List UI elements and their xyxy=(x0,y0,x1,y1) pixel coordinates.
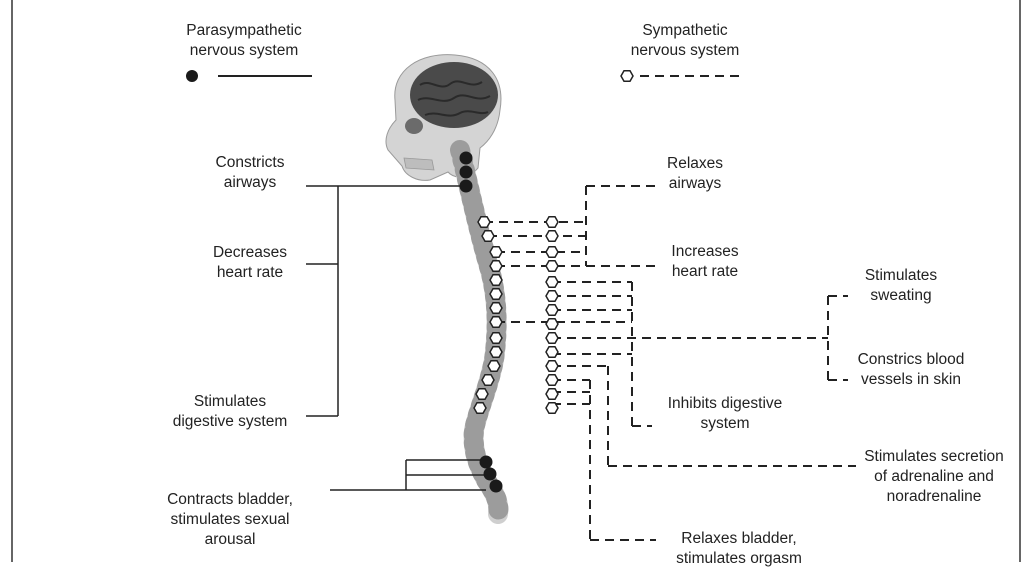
sympathetic-node xyxy=(482,375,494,385)
label-increases-heart-rate: Increases heart rate xyxy=(650,242,760,282)
label-line: stimulates orgasm xyxy=(654,549,824,569)
label-line: arousal xyxy=(150,530,310,550)
sympathetic-node xyxy=(490,333,502,343)
label-relaxes-airways: Relaxes airways xyxy=(650,154,740,194)
sympathetic-ganglion xyxy=(546,375,558,385)
label-line: vessels in skin xyxy=(836,370,986,390)
sympathetic-node xyxy=(490,347,502,357)
label-line: Stimulates secretion xyxy=(850,447,1018,467)
label-constricts-airways: Constricts airways xyxy=(190,153,310,193)
parasympathetic-connectors xyxy=(306,186,490,490)
label-line: Relaxes bladder, xyxy=(654,529,824,549)
label-line: Inhibits digestive xyxy=(650,394,800,414)
label-stimulates-sweating: Stimulates sweating xyxy=(846,266,956,306)
sympathetic-node xyxy=(478,217,490,227)
sympathetic-ganglion xyxy=(546,277,558,287)
sympathetic-node xyxy=(490,261,502,271)
label-line: Constrics blood xyxy=(836,350,986,370)
sympathetic-node xyxy=(490,275,502,285)
sympathetic-node xyxy=(482,231,494,241)
sympathetic-ganglion xyxy=(546,231,558,241)
parasympathetic-node xyxy=(490,480,503,493)
sympathetic-ganglion xyxy=(546,247,558,257)
parasympathetic-node xyxy=(480,456,493,469)
label-line: heart rate xyxy=(650,262,760,282)
sympathetic-connectors xyxy=(484,186,856,540)
label-line: of adrenaline and xyxy=(850,467,1018,487)
label-stimulates-digestive-system: Stimulates digestive system xyxy=(150,392,310,432)
parasympathetic-node xyxy=(484,468,497,481)
sympathetic-ganglia-chain xyxy=(546,217,558,413)
label-line: airways xyxy=(190,173,310,193)
sympathetic-ganglion xyxy=(546,333,558,343)
parasympathetic-node xyxy=(460,180,473,193)
label-line: digestive system xyxy=(150,412,310,432)
legend-parasympathetic-label: Parasympathetic nervous system xyxy=(160,21,328,61)
label-line: stimulates sexual xyxy=(150,510,310,530)
legend-sympathetic-line2: nervous system xyxy=(600,41,770,61)
legend-parasympathetic-marker xyxy=(186,70,312,82)
label-line: heart rate xyxy=(190,263,310,283)
sympathetic-ganglion xyxy=(546,319,558,329)
sympathetic-node xyxy=(476,389,488,399)
label-line: noradrenaline xyxy=(850,487,1018,507)
label-relaxes-bladder: Relaxes bladder, stimulates orgasm xyxy=(654,529,824,569)
label-line: Contracts bladder, xyxy=(150,490,310,510)
label-line: sweating xyxy=(846,286,956,306)
legend-sympathetic-line1: Sympathetic xyxy=(600,21,770,41)
skull-brain-illustration xyxy=(386,55,501,181)
label-contracts-bladder: Contracts bladder, stimulates sexual aro… xyxy=(150,490,310,550)
parasympathetic-node xyxy=(460,166,473,179)
sympathetic-ganglion xyxy=(546,403,558,413)
label-line: Decreases xyxy=(190,243,310,263)
label-stimulates-secretion-adrenaline: Stimulates secretion of adrenaline and n… xyxy=(850,447,1018,507)
sympathetic-node xyxy=(488,361,500,371)
sympathetic-ganglion xyxy=(546,305,558,315)
label-inhibits-digestive-system: Inhibits digestive system xyxy=(650,394,800,434)
sympathetic-node xyxy=(474,403,486,413)
legend-parasympathetic-line2: nervous system xyxy=(160,41,328,61)
sympathetic-node xyxy=(490,289,502,299)
sympathetic-ganglion xyxy=(546,291,558,301)
label-line: Increases xyxy=(650,242,760,262)
label-constrics-blood-vessels: Constrics blood vessels in skin xyxy=(836,350,986,390)
sympathetic-ganglion xyxy=(546,361,558,371)
sympathetic-ganglion xyxy=(546,389,558,399)
sympathetic-ganglion xyxy=(546,217,558,227)
label-decreases-heart-rate: Decreases heart rate xyxy=(190,243,310,283)
sympathetic-node xyxy=(490,303,502,313)
sympathetic-node xyxy=(490,247,502,257)
legend-parasympathetic-line1: Parasympathetic xyxy=(160,21,328,41)
legend-sympathetic-marker xyxy=(621,71,745,81)
label-line: system xyxy=(650,414,800,434)
label-line: Stimulates xyxy=(846,266,956,286)
label-line: Stimulates xyxy=(150,392,310,412)
sympathetic-ganglion xyxy=(546,261,558,271)
label-line: Relaxes xyxy=(650,154,740,174)
sympathetic-ganglion xyxy=(546,347,558,357)
label-line: airways xyxy=(650,174,740,194)
legend-sympathetic-label: Sympathetic nervous system xyxy=(600,21,770,61)
sympathetic-node xyxy=(490,317,502,327)
parasympathetic-node xyxy=(460,152,473,165)
label-line: Constricts xyxy=(190,153,310,173)
